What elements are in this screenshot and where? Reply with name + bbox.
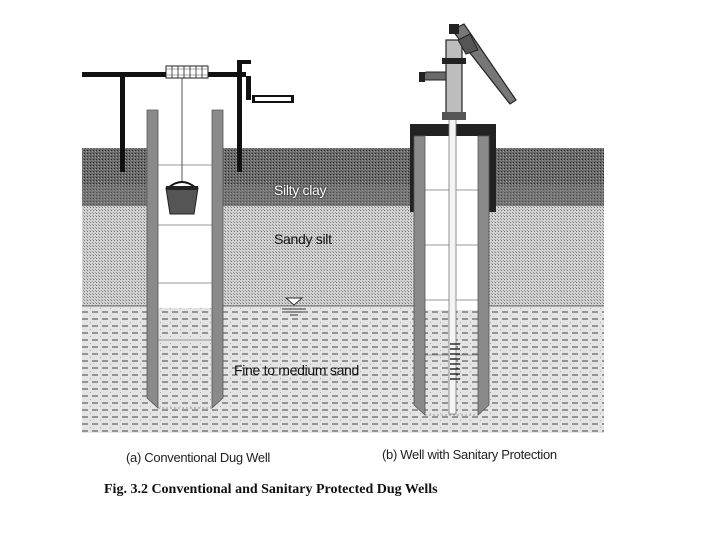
right-well-wall-right <box>477 135 490 416</box>
windlass-crank-grip <box>255 97 291 101</box>
left-well-joints <box>158 164 212 341</box>
water-table-symbol <box>282 297 306 316</box>
layer-label-fine-to-medium-sand: Fine to medium sand <box>234 362 360 378</box>
sanitary-seal-right <box>486 128 496 212</box>
right-well-wall-left <box>413 135 426 416</box>
windlass-drum-ribs <box>171 66 203 78</box>
bucket <box>165 187 199 215</box>
caption-sanitary-well: (b) Well with Sanitary Protection <box>382 447 557 462</box>
windlass-drum <box>165 65 209 79</box>
left-well-wall-left <box>146 109 159 409</box>
left-well-water <box>158 308 212 410</box>
pipe-strainer <box>450 343 460 380</box>
layer-label-silty-clay: Silty clay <box>274 182 327 198</box>
layer-label-sandy-silt: Sandy silt <box>274 231 332 247</box>
hand-pump <box>419 23 517 120</box>
figure-title: Fig. 3.2 Conventional and Sanitary Prote… <box>104 482 438 497</box>
pump-cylinder <box>445 39 463 119</box>
conventional-dug-well <box>82 60 294 410</box>
left-well-wall-right <box>211 109 224 409</box>
caption-conventional-well: (a) Conventional Dug Well <box>126 450 270 465</box>
sanitary-protected-well <box>410 23 517 416</box>
